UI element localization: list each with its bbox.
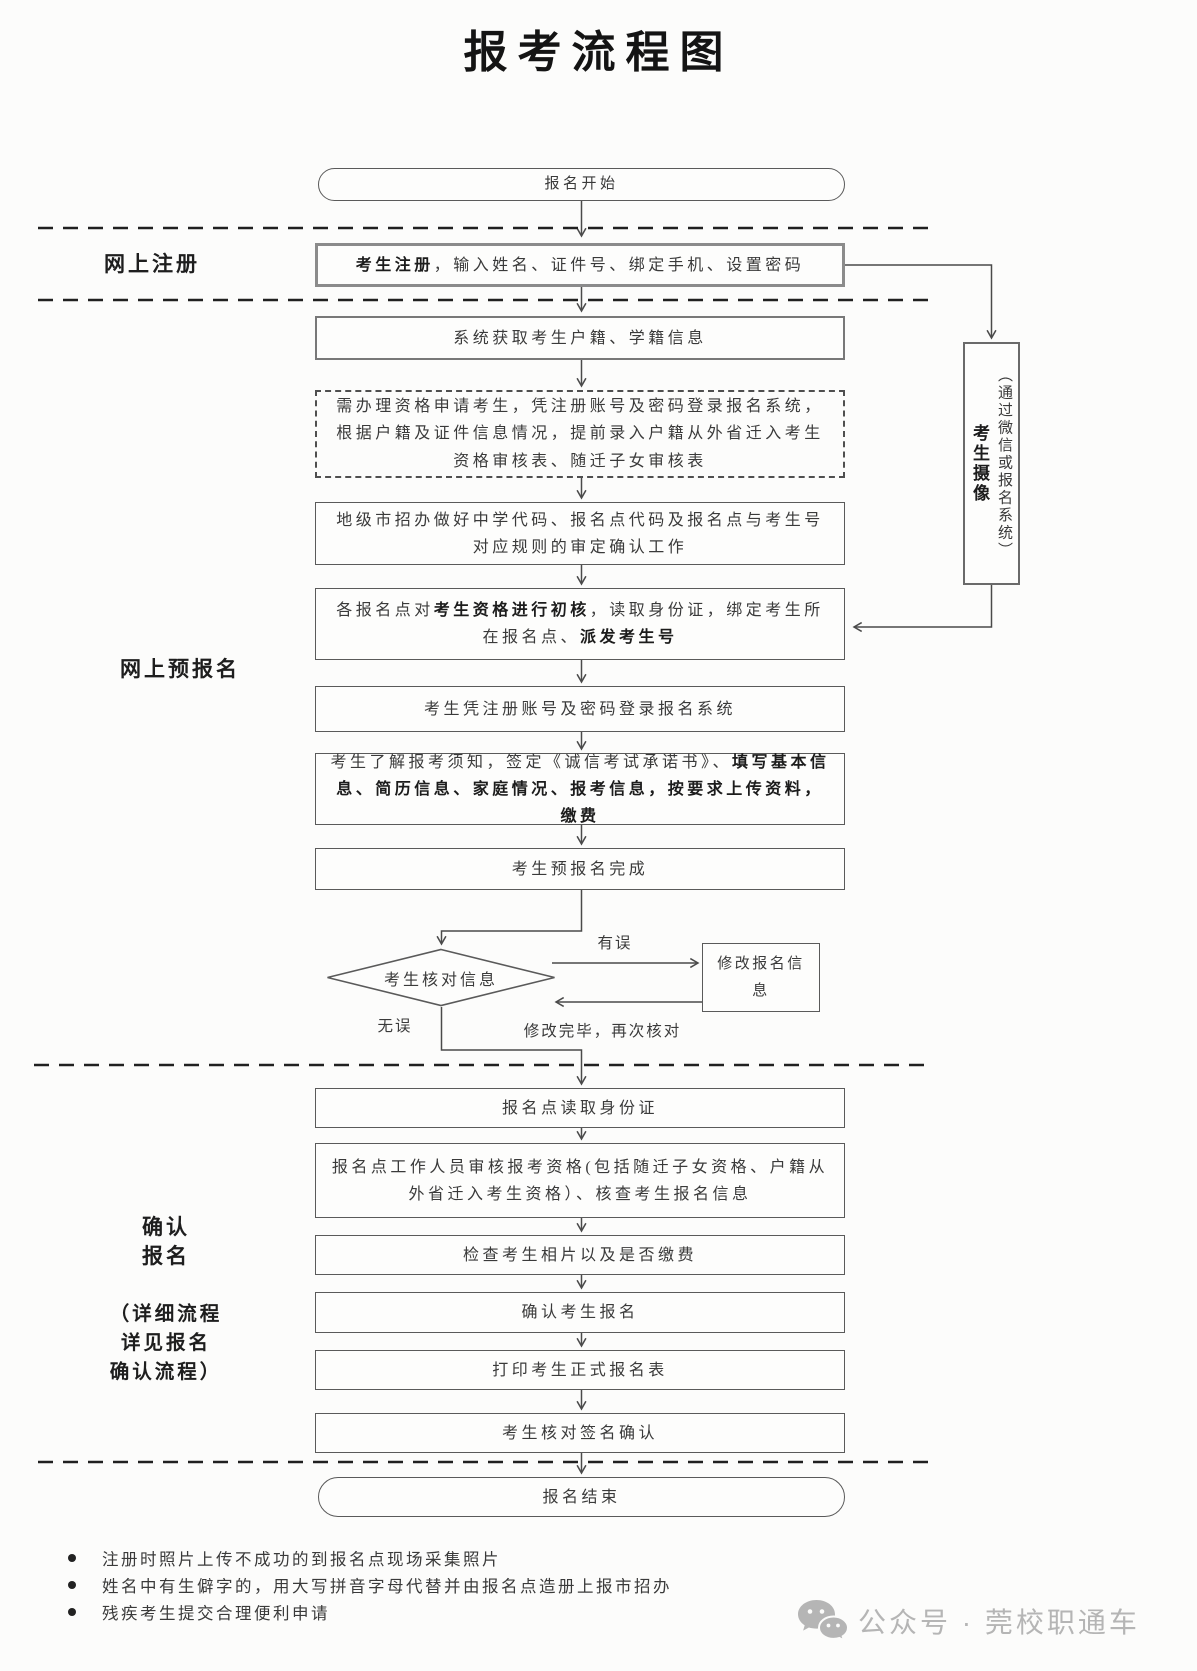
node-read-id: 报名点读取身份证 xyxy=(315,1088,845,1128)
node-system-fetch: 系统获取考生户籍、学籍信息 xyxy=(315,316,845,360)
section-label-confirm-register: 确认 报名 xyxy=(142,1215,190,1268)
node-register: 考生注册，输入姓名、证件号、绑定手机、设置密码 xyxy=(315,243,845,287)
section-label-confirm-note: （详细流程 详见报名 确认流程） xyxy=(109,1304,223,1383)
section-label-online-register: 网上注册 xyxy=(104,252,200,276)
node-check-photo: 检查考生相片以及是否缴费 xyxy=(315,1235,845,1275)
watermark: 公众号 · 莞校职通车 xyxy=(796,1598,1140,1644)
node-preregister-done: 考生预报名完成 xyxy=(315,848,845,890)
node-print-form: 打印考生正式报名表 xyxy=(315,1350,845,1390)
watermark-label: 公众号 · 莞校职通车 xyxy=(858,1607,1140,1638)
edge-label-ok: 无误 xyxy=(377,1018,413,1035)
note-item: 姓名中有生僻字的，用大写拼音字母代替并由报名点造册上报市招办 xyxy=(68,1573,672,1597)
camera-bold-text: 考生摄像 xyxy=(970,423,989,504)
node-city-office: 地级市招办做好中学代码、报名点代码及报名点与考生号对应规则的审定确认工作 xyxy=(315,502,845,565)
register-rest-text: ，输入姓名、证件号、绑定手机、设置密码 xyxy=(433,256,805,274)
page-title: 报考流程图 xyxy=(463,28,734,77)
section-label-online-preregister: 网上预报名 xyxy=(120,657,240,681)
node-qualification: 需办理资格申请考生，凭注册账号及密码登录报名系统，根据户籍及证件信息情况，提前录… xyxy=(315,390,845,478)
node-camera: 考生摄像 （通过微信或报名系统） xyxy=(963,342,1020,585)
note-item: 残疾考生提交合理便利申请 xyxy=(68,1600,330,1624)
register-bold-text: 考生注册 xyxy=(355,256,434,274)
camera-note-text: （通过微信或报名系统） xyxy=(996,367,1012,560)
edge-label-error: 有误 xyxy=(597,935,633,952)
node-login: 考生凭注册账号及密码登录报名系统 xyxy=(315,686,845,732)
node-modify-info: 修改报名信息 xyxy=(702,943,820,1012)
bullet-dot-icon xyxy=(68,1554,76,1562)
node-site-initial-check: 各报名点对考生资格进行初核，读取身份证，绑定考生所在报名点、派发考生号 xyxy=(315,588,845,660)
bullet-dot-icon xyxy=(68,1581,76,1589)
wechat-icon xyxy=(798,1600,848,1643)
node-fill-info: 考生了解报考须知，签定《诚信考试承诺书》、填写基本信息、简历信息、家庭情况、报考… xyxy=(315,753,845,825)
node-check-info: 考生核对信息 xyxy=(325,948,557,1007)
bullet-dot-icon xyxy=(68,1608,76,1616)
node-start: 报名开始 xyxy=(318,168,845,201)
edge-label-recheck: 修改完毕，再次核对 xyxy=(523,1023,682,1040)
node-staff-review: 报名点工作人员审核报考资格(包括随迁子女资格、户籍从外省迁入考生资格）、核查考生… xyxy=(315,1143,845,1218)
node-end: 报名结束 xyxy=(318,1477,845,1517)
diamond-shape xyxy=(327,948,555,1007)
node-sign-confirm: 考生核对签名确认 xyxy=(315,1413,845,1453)
node-confirm-registration: 确认考生报名 xyxy=(315,1292,845,1333)
note-item: 注册时照片上传不成功的到报名点现场采集照片 xyxy=(68,1546,501,1570)
